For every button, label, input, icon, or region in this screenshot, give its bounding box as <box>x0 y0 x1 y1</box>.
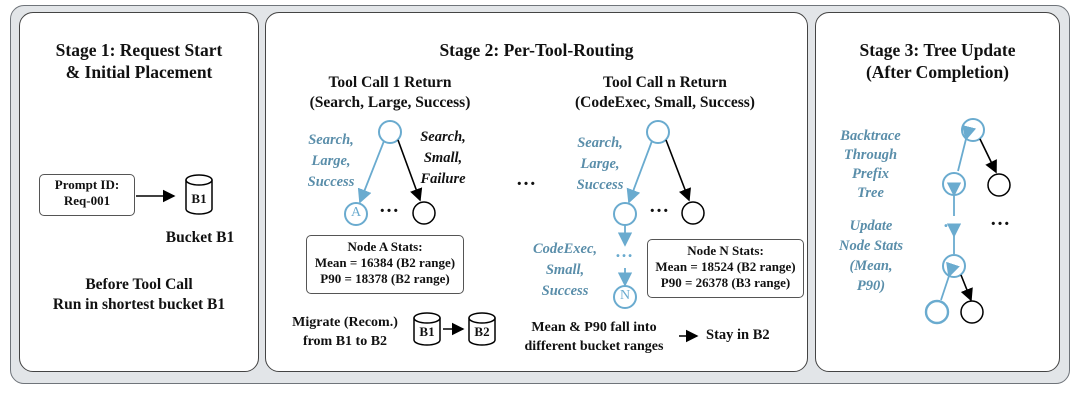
node-a <box>344 202 368 226</box>
stage3-level3-node <box>942 254 966 278</box>
stage3-vertical-dots: … <box>943 211 961 231</box>
stage2-title: Stage 2: Per-Tool-Routing <box>439 40 634 60</box>
tree1-dots: … <box>379 195 399 217</box>
treen-root-node <box>646 120 670 144</box>
node-n <box>613 285 637 309</box>
stay-in-b2-label: Stay in B2 <box>706 327 770 343</box>
treen-right-node <box>681 201 705 225</box>
stage3-level1-node <box>942 172 966 196</box>
prompt-id-box: Prompt ID:Req-001 <box>39 174 135 216</box>
tree1-root-node <box>378 120 402 144</box>
between-trees-dots: … <box>516 168 536 190</box>
tree1-left-edge-label: Search,Large,Success <box>307 132 355 190</box>
tree1-right-edge-label: Search,Small,Failure <box>420 129 466 187</box>
migrate-bucket-b2-icon <box>468 312 496 346</box>
tool-call-1-title: Tool Call 1 Return(Search, Large, Succes… <box>309 74 471 111</box>
tree1-edge-left <box>357 140 385 204</box>
treen-dots: … <box>649 195 669 217</box>
stage3-leaf-node <box>924 299 950 325</box>
stage1-title: Stage 1: Request Start& Initial Placemen… <box>55 40 223 82</box>
migrate-label: Migrate (Recom.)from B1 to B2 <box>292 315 398 349</box>
treen-vertical-dots: … <box>615 241 633 261</box>
stage2-panel <box>265 12 808 372</box>
stage3-edge-root-right <box>979 138 997 174</box>
tree1-edge-right <box>397 139 423 202</box>
stage3-title: Stage 3: Tree Update(After Completion) <box>859 40 1016 82</box>
bucket-b1-caption: Bucket B1 <box>165 229 235 246</box>
stage3-edge-level3-right <box>960 274 973 302</box>
node-n-letter: N <box>619 288 631 303</box>
tree1-right-node <box>412 201 436 225</box>
bucket-b1-icon <box>185 174 213 215</box>
node-n-stats-box: Node N Stats: Mean = 18524 (B2 range) P9… <box>647 239 804 298</box>
bucket-b1-icon-label: B1 <box>191 191 207 206</box>
migrate-bucket-b1-icon <box>413 312 441 346</box>
stage3-level1-right-node <box>987 173 1011 197</box>
treen-mid-edge-label: CodeExec,Small,Success <box>532 241 598 299</box>
node-a-stats-box: Node A Stats: Mean = 16384 (B2 range) P9… <box>306 235 464 294</box>
stage3-edge-level3-left <box>940 261 960 301</box>
stage3-panel <box>815 12 1060 372</box>
node-a-letter: A <box>350 205 362 220</box>
treen-edge-right <box>665 139 691 202</box>
migrate-bucket-b2-label: B2 <box>474 324 490 339</box>
treen-edge-left <box>626 140 653 204</box>
stage3-edge-root-left <box>957 125 977 172</box>
stage3-leaf-right-node <box>960 300 984 324</box>
stage3-side-dots: … <box>990 208 1010 230</box>
treen-top-edge-label: Search,Large,Success <box>576 135 624 193</box>
stage3-root-node <box>961 118 985 142</box>
tool-call-n-title: Tool Call n Return(CodeExec, Small, Succ… <box>575 74 755 111</box>
migrate-bucket-b1-label: B1 <box>419 324 435 339</box>
